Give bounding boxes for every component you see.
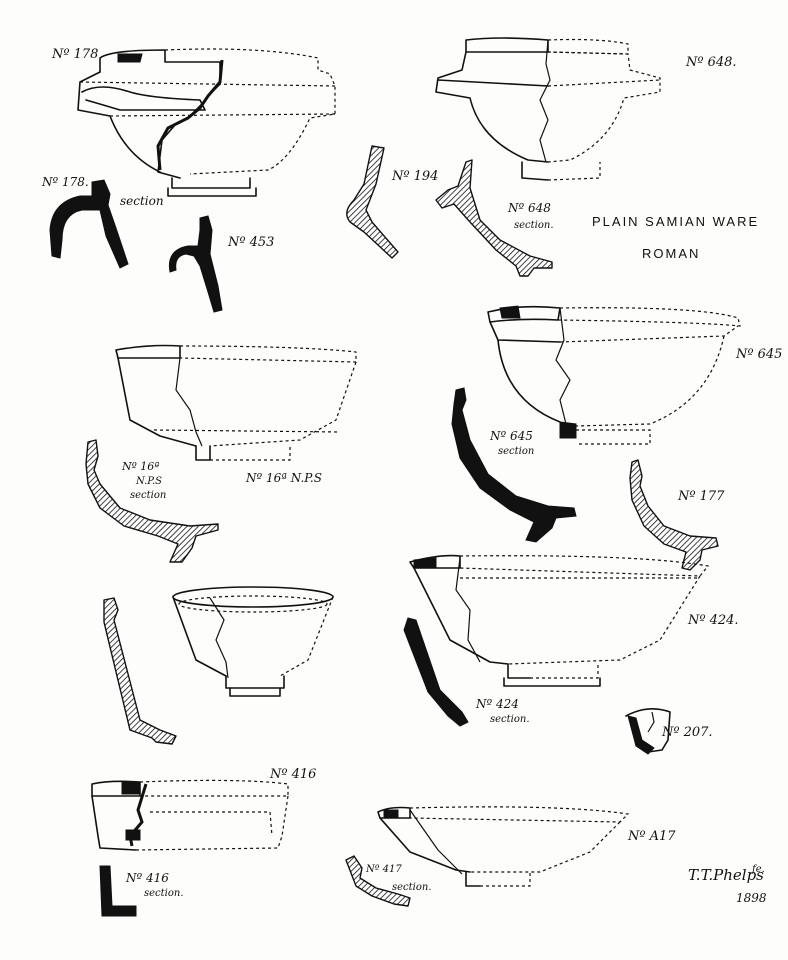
label-16a-vessel: Nº 16ª N.P.S <box>245 471 322 485</box>
vessel-conical-cup <box>172 586 334 697</box>
label-424-section-no: Nº 424 <box>475 697 519 711</box>
section-424 <box>403 617 469 727</box>
label-416-section-no: Nº 416 <box>125 871 169 885</box>
label-416-section-word: section. <box>144 888 184 899</box>
label-648-section-word: section. <box>514 220 554 231</box>
section-645 <box>451 387 577 543</box>
title-line-2: ROMAN <box>642 246 700 261</box>
label-424: Nº 424. <box>687 613 739 628</box>
label-177: Nº 177 <box>677 489 725 504</box>
vessel-417 <box>377 806 630 887</box>
label-207: Nº 207. <box>661 725 713 740</box>
label-16a-section-np: N.P.S <box>135 476 162 487</box>
section-cup <box>103 597 177 745</box>
section-648 <box>435 159 553 277</box>
label-417-section-word: section. <box>392 882 432 893</box>
title-line-1: PLAIN SAMIAN WARE <box>592 214 759 229</box>
vessel-648 <box>435 37 661 181</box>
label-16a-section-word: section <box>130 490 166 501</box>
label-178: Nº 178 <box>51 47 98 62</box>
section-417 <box>345 855 411 907</box>
vessel-16a <box>115 344 357 461</box>
section-416 <box>99 865 137 917</box>
vessel-178 <box>77 48 336 197</box>
label-417-section-no: Nº 417 <box>365 864 402 875</box>
label-648: Nº 648. <box>685 55 737 70</box>
section-194 <box>346 145 399 259</box>
section-178 <box>49 179 129 269</box>
vessel-416 <box>91 779 289 851</box>
section-453 <box>168 215 223 313</box>
label-178-section-word: section <box>120 194 164 208</box>
label-194: Nº 194 <box>391 169 438 184</box>
label-424-section-word: section. <box>490 714 530 725</box>
label-645: Nº 645 <box>735 347 782 362</box>
signature-year: 1898 <box>736 891 767 905</box>
label-178-section-no: Nº 178. <box>41 175 89 189</box>
label-648-section-no: Nº 648 <box>507 201 551 215</box>
label-453: Nº 453 <box>227 235 274 250</box>
label-16a-section-no: Nº 16ª <box>121 460 160 473</box>
signature-name: T.T.Phelps <box>688 866 764 884</box>
section-177 <box>629 459 719 571</box>
label-416: Nº 416 <box>269 767 316 782</box>
vessel-207 <box>625 708 671 755</box>
label-417: Nº A17 <box>627 829 676 844</box>
section-16a <box>85 439 219 563</box>
vessel-645 <box>487 305 741 445</box>
signature-suffix: fe. <box>751 864 765 875</box>
vessel-424 <box>409 554 710 687</box>
label-645-section-word: section <box>498 446 534 457</box>
label-645-section-no: Nº 645 <box>489 429 533 443</box>
